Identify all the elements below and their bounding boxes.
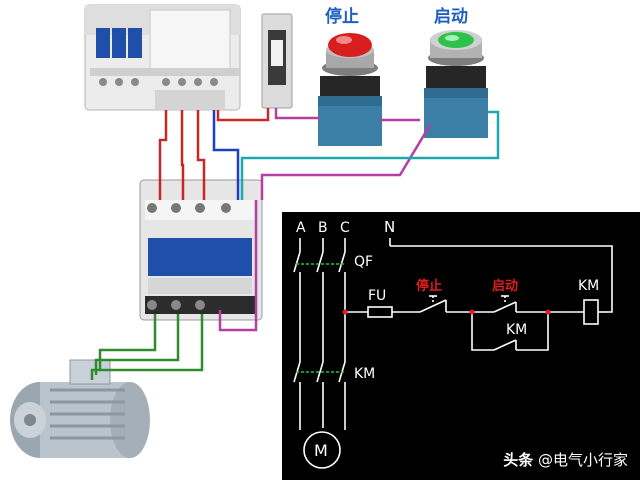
start-pushbutton (424, 30, 488, 138)
breaker-label: QF (354, 254, 373, 270)
circuit-breaker (84, 4, 241, 111)
stop-button-label: 停止 (325, 6, 359, 27)
electric-motor (10, 359, 150, 458)
stop-switch-label: 停止 (416, 278, 442, 294)
phase-a-label: A (296, 220, 306, 236)
fuse-label: FU (368, 288, 386, 304)
watermark-author: @电气小行家 (537, 451, 628, 469)
phase-b-label: B (318, 220, 328, 236)
watermark: 头条 @电气小行家 (503, 449, 628, 470)
watermark-source: 头条 (503, 451, 534, 469)
start-switch-label: 启动 (492, 278, 518, 294)
control-schematic: A B C N (282, 212, 640, 480)
stop-button-cap (328, 33, 372, 57)
start-button-label: 启动 (434, 6, 468, 27)
phase-c-label: C (340, 220, 350, 236)
aux-contact-label: KM (506, 322, 527, 338)
stop-pushbutton (318, 33, 382, 146)
control-fuse (261, 13, 293, 109)
coil-label: KM (578, 278, 599, 294)
main-contact-label: KM (354, 366, 375, 382)
neutral-label: N (384, 218, 395, 236)
motor-label: M (314, 441, 328, 460)
ac-contactor (139, 179, 263, 321)
wiring (90, 108, 500, 380)
